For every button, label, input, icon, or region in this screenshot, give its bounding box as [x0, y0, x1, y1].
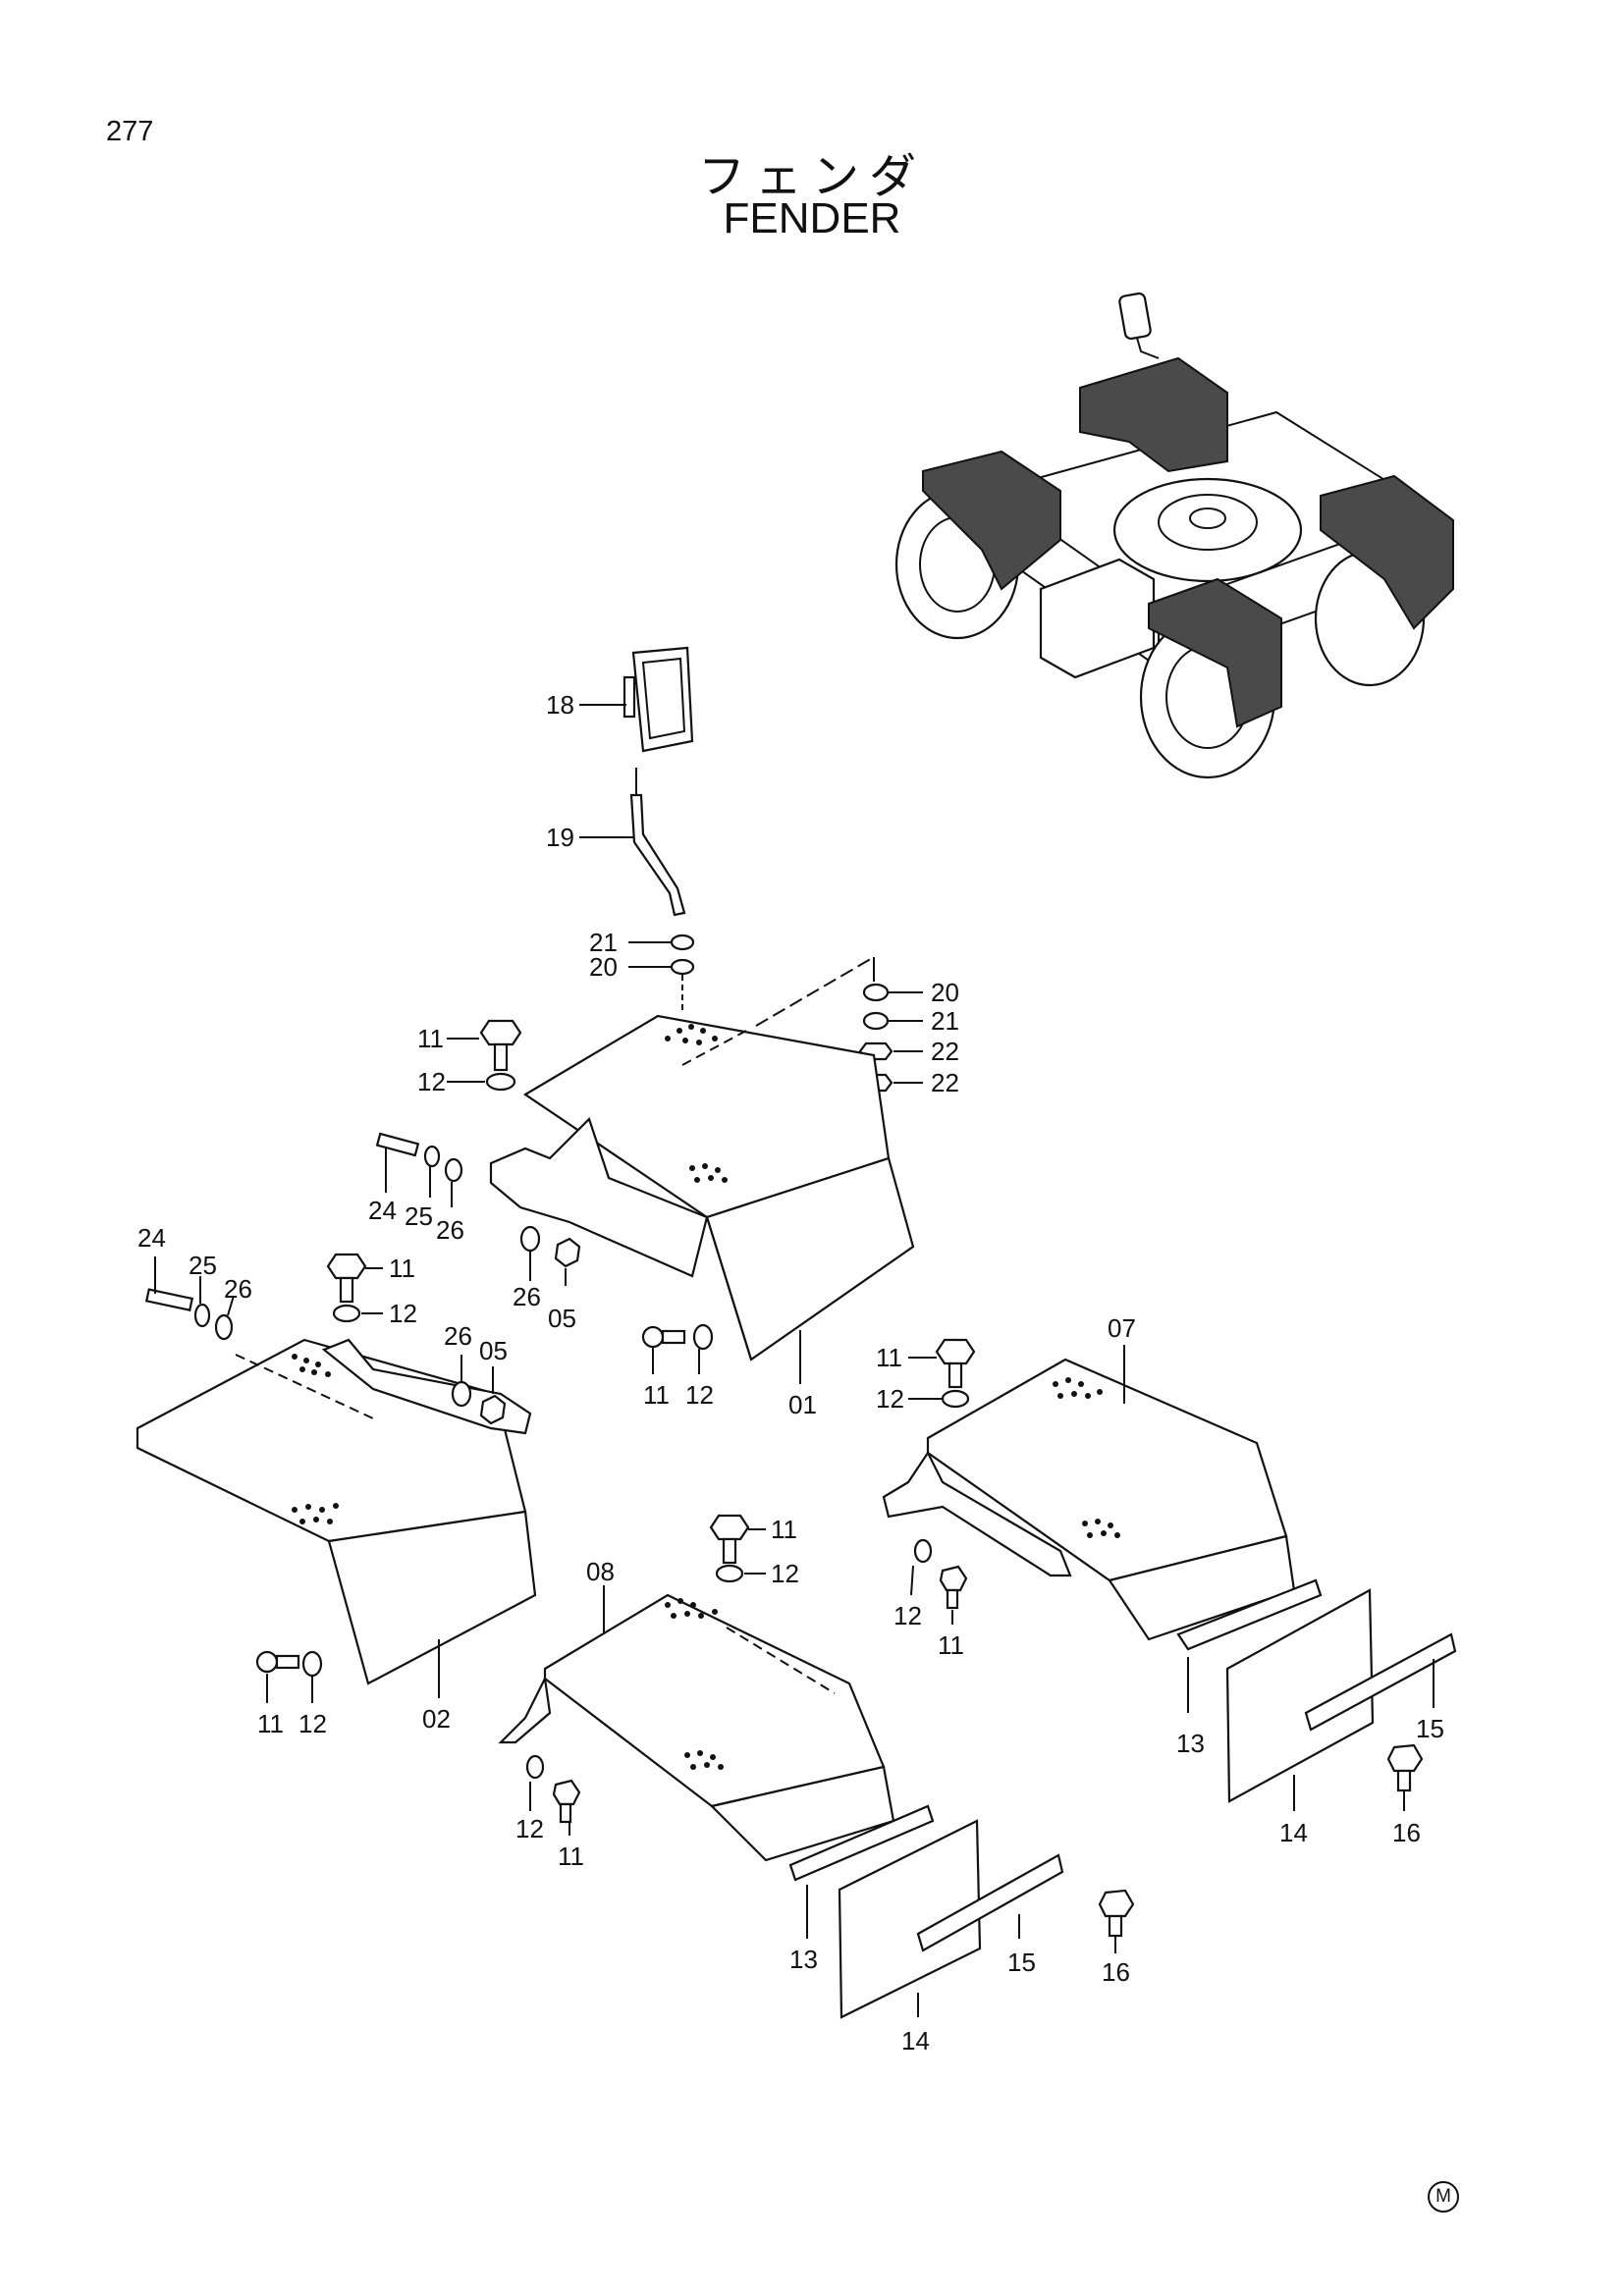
callout-11-fender01-top: 11 [417, 1024, 444, 1053]
callout-21-right: 21 [931, 1006, 959, 1036]
callout-12-fender08-bottom: 12 [515, 1814, 544, 1843]
callout-26-fender02-b: 26 [444, 1321, 472, 1351]
callout-16-fender08: 16 [1102, 1957, 1130, 1987]
callout-11-fender07-bottom: 11 [938, 1630, 964, 1660]
callout-08: 08 [586, 1557, 615, 1586]
fender-02-hardware: 24 25 26 11 12 26 05 11 12 [137, 1223, 508, 1738]
mirror-assembly: 18 19 [546, 646, 694, 917]
callout-21-top: 21 [589, 928, 618, 957]
callout-11-fender07-top: 11 [876, 1343, 902, 1372]
callout-26-fender01: 26 [436, 1215, 464, 1245]
callout-11-fender08-top: 11 [771, 1515, 797, 1544]
callout-02: 02 [422, 1704, 451, 1734]
callout-13-fender07: 13 [1176, 1729, 1205, 1758]
callout-15-fender08: 15 [1007, 1948, 1036, 1977]
machine-overview-illustration [894, 292, 1454, 779]
fender-01: 01 [489, 956, 915, 1419]
page-number: 277 [106, 116, 154, 147]
callout-14-fender07: 14 [1279, 1818, 1308, 1847]
mirror-washers: 21 20 [589, 928, 695, 1011]
callout-12-fender07-bottom: 12 [893, 1601, 922, 1630]
callout-25-fender02: 25 [189, 1251, 217, 1280]
callout-05-fender01: 05 [548, 1304, 576, 1333]
callout-25-fender01: 25 [405, 1201, 433, 1231]
callout-11-fender08-bottom: 11 [558, 1842, 584, 1871]
callout-24-fender02: 24 [137, 1223, 166, 1253]
callout-20-top: 20 [589, 952, 618, 982]
callout-01: 01 [788, 1390, 817, 1419]
callout-26-fender01-b: 26 [513, 1282, 541, 1311]
callout-07: 07 [1108, 1313, 1136, 1343]
callout-19: 19 [546, 823, 574, 852]
callout-11-fender02-top: 11 [389, 1254, 415, 1283]
callout-05-fender02: 05 [479, 1336, 508, 1365]
callout-12-fender02-bottom: 12 [298, 1709, 327, 1738]
fender-01-hardware: 11 12 24 25 26 26 05 11 12 [368, 1019, 714, 1410]
corner-mark: M [1428, 2181, 1459, 2213]
callout-22-right-b: 22 [931, 1068, 959, 1097]
callout-16-fender07: 16 [1392, 1818, 1421, 1847]
title-english: FENDER [723, 194, 901, 242]
callout-20-right: 20 [931, 978, 959, 1007]
fender-02: 02 [135, 1338, 537, 1734]
callout-24-fender01: 24 [368, 1196, 397, 1225]
callout-12-fender02-top: 12 [389, 1299, 417, 1328]
fender-08: 08 11 12 12 11 13 14 15 16 [498, 1514, 1135, 2056]
callout-12-fender01-top: 12 [417, 1067, 446, 1096]
callout-11-fender01-bottom: 11 [643, 1380, 670, 1410]
callout-12-fender01-bottom: 12 [685, 1380, 714, 1410]
callout-11-fender02-bottom: 11 [257, 1709, 284, 1738]
callout-13-fender08: 13 [789, 1945, 818, 1974]
callout-14-fender08: 14 [901, 2026, 930, 2056]
fender-07: 07 11 12 12 11 13 14 15 16 [876, 1313, 1457, 1847]
callout-18: 18 [546, 690, 574, 720]
callout-15-fender07: 15 [1416, 1714, 1444, 1743]
title-japanese: フェンダ [697, 149, 926, 204]
callout-22-right-a: 22 [931, 1037, 959, 1066]
callout-12-fender08-top: 12 [771, 1559, 799, 1588]
callout-12-fender07-top: 12 [876, 1384, 904, 1414]
callout-26-fender02: 26 [224, 1274, 252, 1304]
